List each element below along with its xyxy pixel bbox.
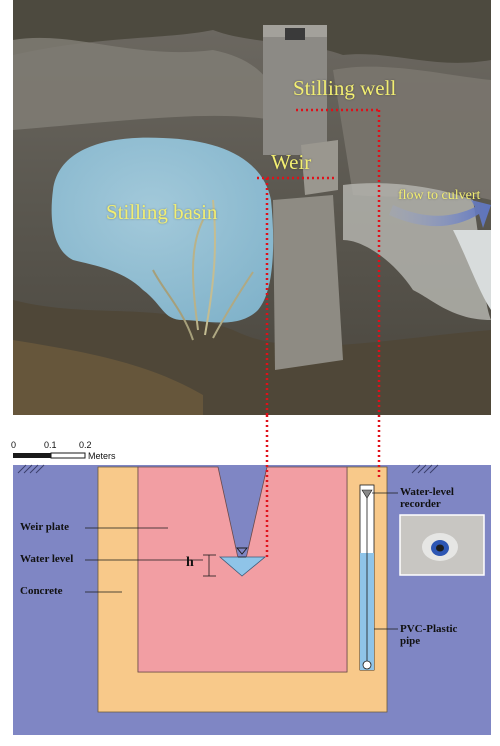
scale-tick-1: 0.1 [44,440,57,450]
stilling-well-pillar [263,25,327,155]
upper-soil [13,0,491,63]
scale-bar [13,452,86,459]
reed-3 [152,269,194,341]
dry-grass-patch [13,340,203,415]
reed-1 [192,219,204,331]
weir-cross-section-diagram: 0 0.1 0.2 Meters Weir plate Water level … [0,415,500,741]
site-photo: Stilling well Weir Stilling basin flow t… [13,0,491,415]
rock-wall-right [333,66,491,201]
label-flow-to-culvert: flow to culvert [398,188,481,203]
reed-4 [212,271,254,339]
recorder-inset-photo [399,514,485,576]
scale-tick-2: 0.2 [79,440,92,450]
waterfall [453,230,491,310]
label-pipe-line2: pipe [400,635,421,647]
water-surface-symbol [236,547,248,555]
flow-arrow-icon [389,200,491,228]
pillar-cap [285,28,305,40]
label-recorder-line1: Water-level [400,486,454,498]
scale-unit: Meters [88,451,116,461]
scale-bar-black [13,453,51,458]
label-pipe-line1: PVC-Plastic [400,623,458,635]
label-stilling-basin: Stilling basin [106,200,218,224]
label-weir-plate: Weir plate [20,521,69,533]
surface-hatch-marks [17,464,439,474]
stilling-basin-water [51,137,274,323]
label-stilling-well: Stilling well [293,76,397,100]
weir-wall [273,195,343,370]
reed-2 [204,199,216,336]
diagram-illustration [13,415,491,735]
scale-tick-0: 0 [11,440,17,450]
label-recorder-line2: recorder [400,498,441,510]
weir-plate-photo [301,140,338,195]
recorder-icon [361,489,373,499]
label-water-level: Water level [20,553,74,565]
scale-bar-white [50,452,86,459]
rock-wall-left [13,37,276,130]
float-weight [362,660,372,670]
site-photo-illustration [13,0,491,415]
label-concrete: Concrete [20,585,63,597]
weir-plate [137,466,348,673]
label-weir: Weir [271,150,312,174]
label-h: h [186,555,194,570]
